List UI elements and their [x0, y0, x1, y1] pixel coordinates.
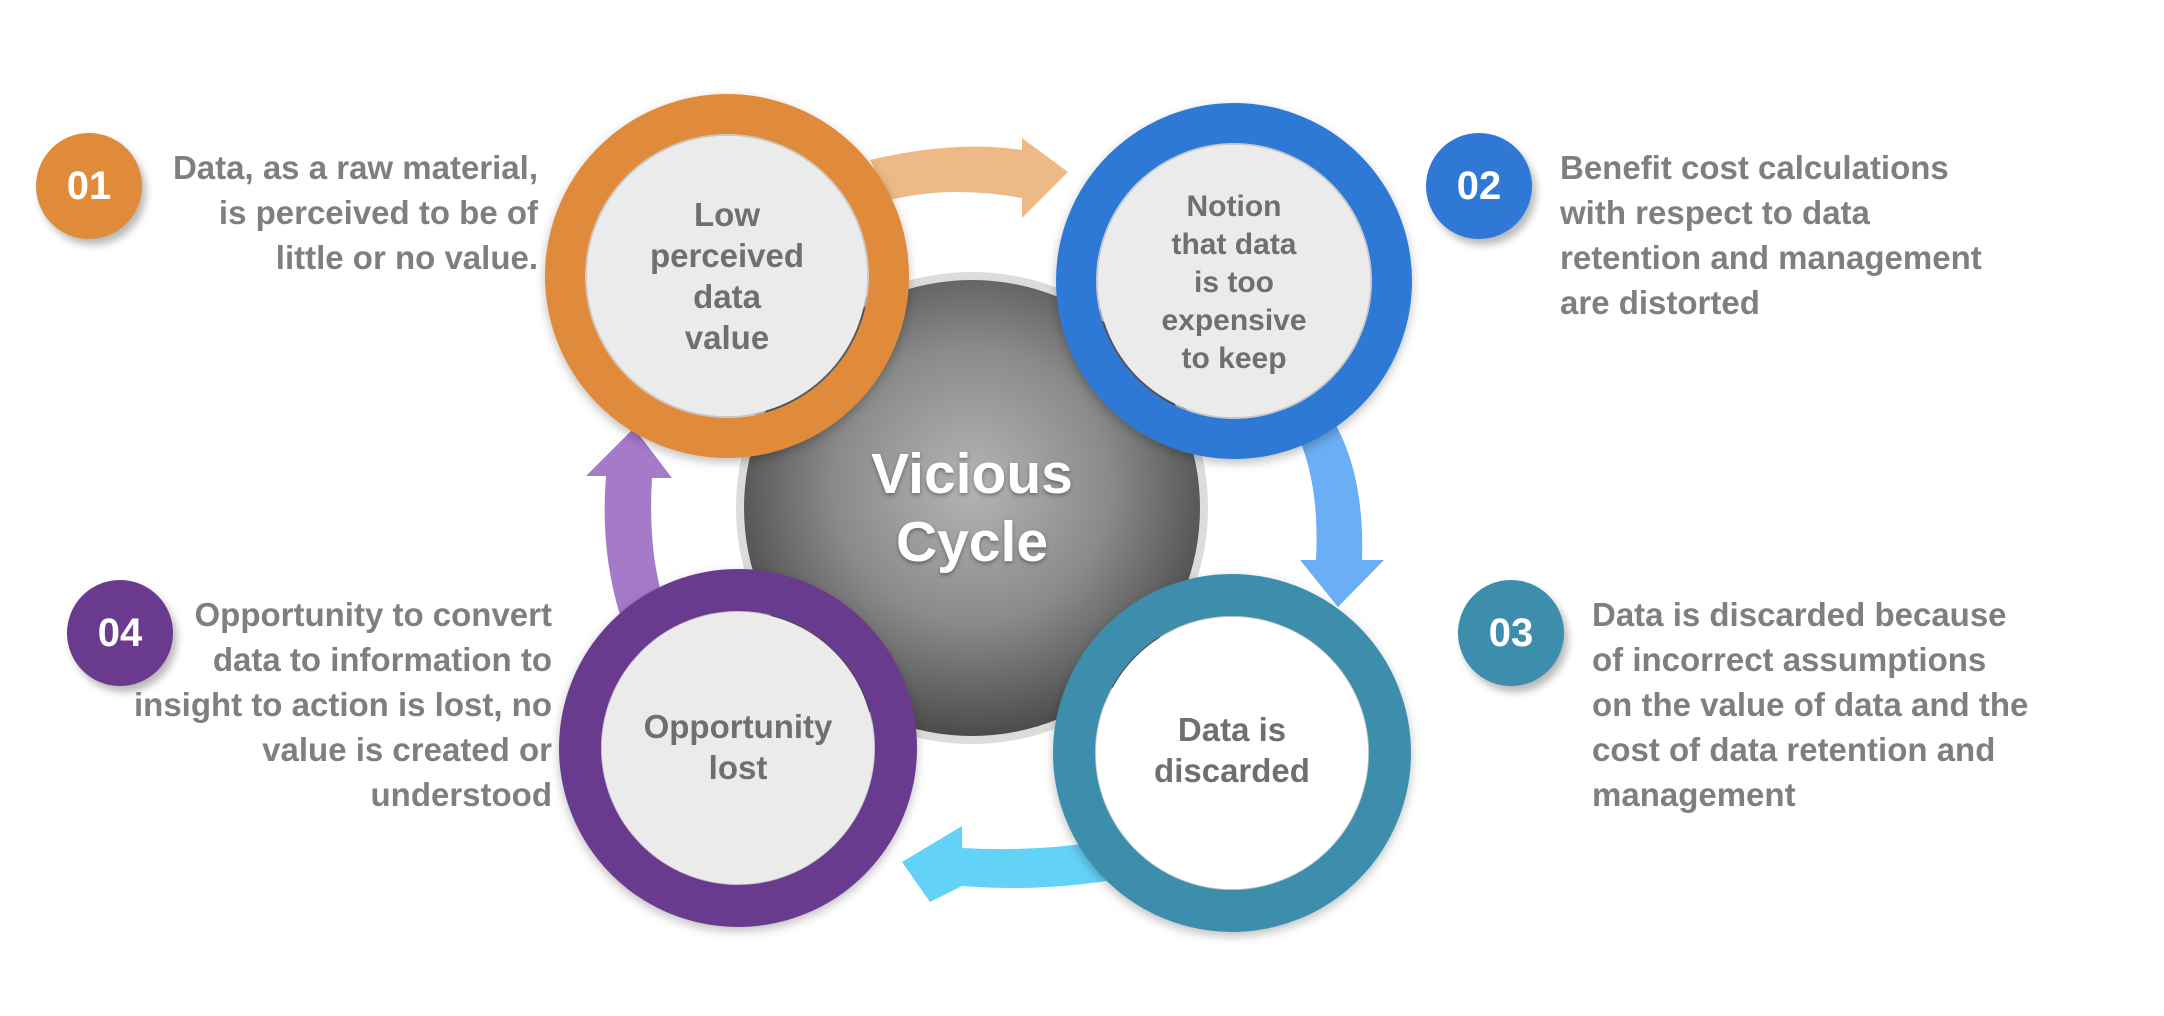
- callout-line: Benefit cost calculations: [1560, 149, 1949, 186]
- node-data-discarded: [1053, 574, 1411, 932]
- callout-line: data to information to: [212, 641, 552, 678]
- center-title-line: Vicious: [871, 442, 1073, 506]
- callout-line: insight to action is lost, no: [134, 686, 552, 723]
- node-label-line: is too: [1194, 266, 1274, 299]
- badge-04: 04: [67, 580, 173, 686]
- node-label-line: that data: [1171, 228, 1297, 261]
- node-label-line: value: [684, 319, 770, 356]
- callout-04-text: Opportunity to convert data to informati…: [100, 592, 552, 817]
- node-opportunity-lost: [559, 569, 917, 927]
- node-label-line: to keep: [1181, 342, 1287, 375]
- node-label-line: lost: [708, 749, 768, 786]
- callout-03-text: Data is discarded because of incorrect a…: [1592, 592, 2132, 817]
- callout-line: little or no value.: [275, 239, 538, 276]
- node-label-line: data: [693, 278, 761, 315]
- callout-line: is perceived to be of: [218, 194, 538, 231]
- node-too-expensive: [1056, 103, 1412, 459]
- callout-line: on the value of data and the: [1592, 686, 2029, 723]
- callout-line: of incorrect assumptions: [1592, 641, 1987, 678]
- node-label-line: Opportunity: [643, 708, 833, 745]
- arrow-4-to-1: [586, 428, 672, 615]
- callout-line: are distorted: [1560, 284, 1760, 321]
- center-title: Vicious Cycle: [822, 440, 1122, 576]
- callout-line: retention and management: [1560, 239, 1982, 276]
- node-label-data-discarded: Data is discarded: [1122, 709, 1342, 791]
- arrow-1-to-2: [870, 138, 1068, 218]
- callout-01-text: Data, as a raw material, is perceived to…: [150, 145, 538, 280]
- node-label-line: Data is: [1177, 711, 1287, 748]
- node-label-opportunity-lost: Opportunity lost: [618, 706, 858, 788]
- badge-02: 02: [1426, 133, 1532, 239]
- node-label-line: Notion: [1186, 190, 1282, 223]
- node-label-too-expensive: Notion that data is too expensive to kee…: [1124, 188, 1344, 378]
- callout-line: management: [1592, 776, 1796, 813]
- center-title-line: Cycle: [895, 510, 1049, 574]
- node-label-line: expensive: [1161, 304, 1307, 337]
- callout-line: with respect to data: [1560, 194, 1870, 231]
- badge-01: 01: [36, 133, 142, 239]
- node-label-line: discarded: [1154, 752, 1310, 789]
- arrow-2-to-3: [1295, 415, 1384, 607]
- node-label-line: perceived: [649, 237, 805, 274]
- callout-line: understood: [370, 776, 552, 813]
- callout-line: Data is discarded because: [1592, 596, 2007, 633]
- callout-line: cost of data retention and: [1592, 731, 1996, 768]
- node-label-low-perceived-value: Low perceived data value: [617, 194, 837, 358]
- node-label-line: Low: [694, 196, 760, 233]
- callout-line: value is created or: [262, 731, 552, 768]
- callout-02-text: Benefit cost calculations with respect t…: [1560, 145, 2060, 325]
- callout-line: Opportunity to convert: [194, 596, 553, 633]
- arrow-3-to-4: [902, 826, 1112, 902]
- callout-line: Data, as a raw material,: [172, 149, 538, 186]
- badge-03: 03: [1458, 580, 1564, 686]
- node-low-perceived-value: [545, 94, 909, 458]
